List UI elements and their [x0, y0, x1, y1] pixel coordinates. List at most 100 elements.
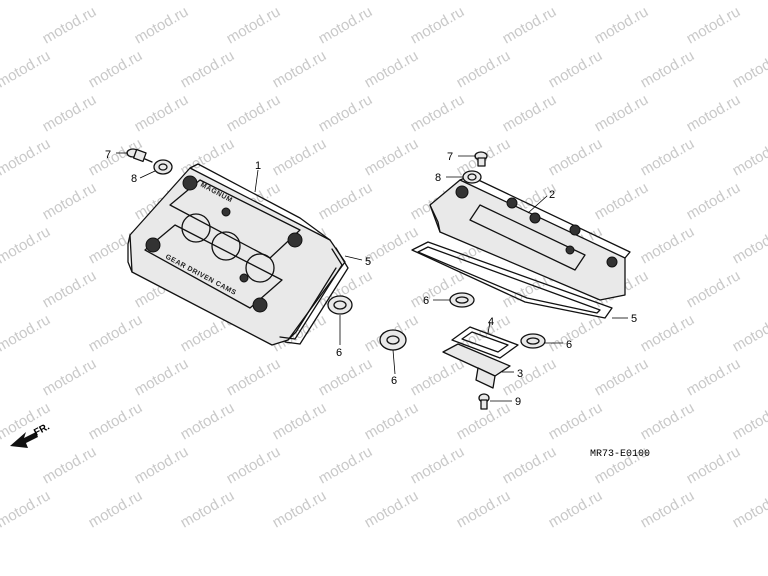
- watermark-text: motod.ru: [224, 443, 284, 487]
- watermark-text: motod.ru: [86, 311, 146, 355]
- front-cylinder-head-cover[interactable]: MAGNUM GEAR DRIVEN CAMS: [127, 163, 346, 346]
- callout-gasket-front: 5: [365, 256, 371, 268]
- watermark-text: motod.ru: [500, 3, 560, 47]
- callout-bolt-plate: 9: [515, 396, 521, 408]
- watermark-text: motod.ru: [546, 399, 606, 443]
- watermark-text: motod.ru: [592, 91, 652, 135]
- watermark-text: motod.ru: [316, 443, 376, 487]
- rear-plug-seal-left[interactable]: [449, 292, 475, 308]
- callout-bolt-rear: 7: [447, 151, 453, 163]
- watermark-text: motod.ru: [592, 179, 652, 223]
- watermark-text: motod.ru: [0, 47, 53, 91]
- watermark-text: motod.ru: [730, 223, 768, 267]
- watermark-text: motod.ru: [546, 135, 606, 179]
- watermark-text: motod.ru: [500, 91, 560, 135]
- diagram-code: MR73-E0100: [590, 449, 650, 460]
- rear-cover-bolt[interactable]: [474, 151, 488, 167]
- callout-gasket-rear: 5: [631, 313, 637, 325]
- watermark-text: motod.ru: [316, 91, 376, 135]
- watermark-text: motod.ru: [132, 3, 192, 47]
- watermark-text: motod.ru: [638, 135, 698, 179]
- watermark-text: motod.ru: [454, 487, 514, 531]
- watermark-text: motod.ru: [316, 3, 376, 47]
- watermark-text: motod.ru: [270, 487, 330, 531]
- watermark-text: motod.ru: [224, 3, 284, 47]
- callout-plug-seal-rear-right: 6: [566, 339, 572, 351]
- watermark-text: motod.ru: [362, 135, 422, 179]
- rear-cylinder-head-cover[interactable]: [429, 175, 631, 301]
- callout-plug-seal-center: 6: [391, 375, 397, 387]
- callout-bolt-front: 7: [105, 149, 111, 161]
- watermark-text: motod.ru: [684, 3, 744, 47]
- rear-cover-gasket[interactable]: [411, 241, 613, 319]
- watermark-text: motod.ru: [546, 311, 606, 355]
- watermark-text: motod.ru: [270, 135, 330, 179]
- watermark-text: motod.ru: [638, 399, 698, 443]
- watermark-text: motod.ru: [0, 135, 53, 179]
- plate-gasket[interactable]: [451, 326, 519, 359]
- watermark-text: motod.ru: [316, 179, 376, 223]
- watermark-text: motod.ru: [224, 91, 284, 135]
- watermark-text: motod.ru: [362, 487, 422, 531]
- front-cover-washer[interactable]: [153, 159, 173, 175]
- watermark-text: motod.ru: [408, 443, 468, 487]
- watermark-text: motod.ru: [408, 355, 468, 399]
- watermark-text: motod.ru: [178, 487, 238, 531]
- watermark-text: motod.ru: [684, 179, 744, 223]
- watermark-text: motod.ru: [408, 91, 468, 135]
- front-plug-seal[interactable]: [327, 295, 353, 315]
- front-cover-bolt[interactable]: [126, 148, 153, 163]
- watermark-text: motod.ru: [730, 311, 768, 355]
- watermark-text: motod.ru: [0, 487, 53, 531]
- watermark-text: motod.ru: [40, 91, 100, 135]
- callout-plate: 3: [517, 368, 523, 380]
- watermark-text: motod.ru: [546, 47, 606, 91]
- callout-washer-front: 8: [131, 173, 137, 185]
- watermark-text: motod.ru: [316, 355, 376, 399]
- front-cover-gasket[interactable]: [279, 247, 349, 345]
- watermark-text: motod.ru: [454, 47, 514, 91]
- breather-plate[interactable]: [442, 343, 511, 389]
- watermark-text: motod.ru: [224, 355, 284, 399]
- watermark-text: motod.ru: [500, 355, 560, 399]
- watermark-text: motod.ru: [730, 487, 768, 531]
- watermark-text: motod.ru: [178, 399, 238, 443]
- watermark-text: motod.ru: [132, 91, 192, 135]
- callout-washer-rear: 8: [435, 172, 441, 184]
- watermark-text: motod.ru: [592, 3, 652, 47]
- watermark-text: motod.ru: [40, 179, 100, 223]
- watermark-text: motod.ru: [684, 355, 744, 399]
- watermark-text: motod.ru: [684, 91, 744, 135]
- watermark-text: motod.ru: [592, 355, 652, 399]
- watermark-text: motod.ru: [0, 223, 53, 267]
- watermark-text: motod.ru: [408, 3, 468, 47]
- callout-front-cover: 1: [255, 160, 261, 172]
- watermark-text: motod.ru: [40, 443, 100, 487]
- callout-plug-seal-rear-left: 6: [423, 295, 429, 307]
- watermark-text: motod.ru: [270, 399, 330, 443]
- rear-cover-washer[interactable]: [462, 170, 482, 184]
- watermark-text: motod.ru: [132, 355, 192, 399]
- watermark-text: motod.ru: [638, 47, 698, 91]
- watermark-text: motod.ru: [40, 3, 100, 47]
- watermark-text: motod.ru: [500, 443, 560, 487]
- watermark-text: motod.ru: [0, 311, 53, 355]
- watermark-text: motod.ru: [638, 487, 698, 531]
- watermark-text: motod.ru: [362, 47, 422, 91]
- watermark-text: motod.ru: [270, 47, 330, 91]
- watermark-text: motod.ru: [684, 267, 744, 311]
- watermark-text: motod.ru: [40, 355, 100, 399]
- watermark-text: motod.ru: [86, 399, 146, 443]
- watermark-text: motod.ru: [638, 311, 698, 355]
- watermark-text: motod.ru: [132, 443, 192, 487]
- center-plug-seal[interactable]: [379, 329, 407, 351]
- watermark-text: motod.ru: [730, 135, 768, 179]
- plate-bolt[interactable]: [478, 393, 490, 410]
- watermark-text: motod.ru: [362, 399, 422, 443]
- rear-plug-seal-right[interactable]: [520, 333, 546, 349]
- callout-plug-seal-front: 6: [336, 347, 342, 359]
- watermark-text: motod.ru: [684, 443, 744, 487]
- watermark-text: motod.ru: [730, 399, 768, 443]
